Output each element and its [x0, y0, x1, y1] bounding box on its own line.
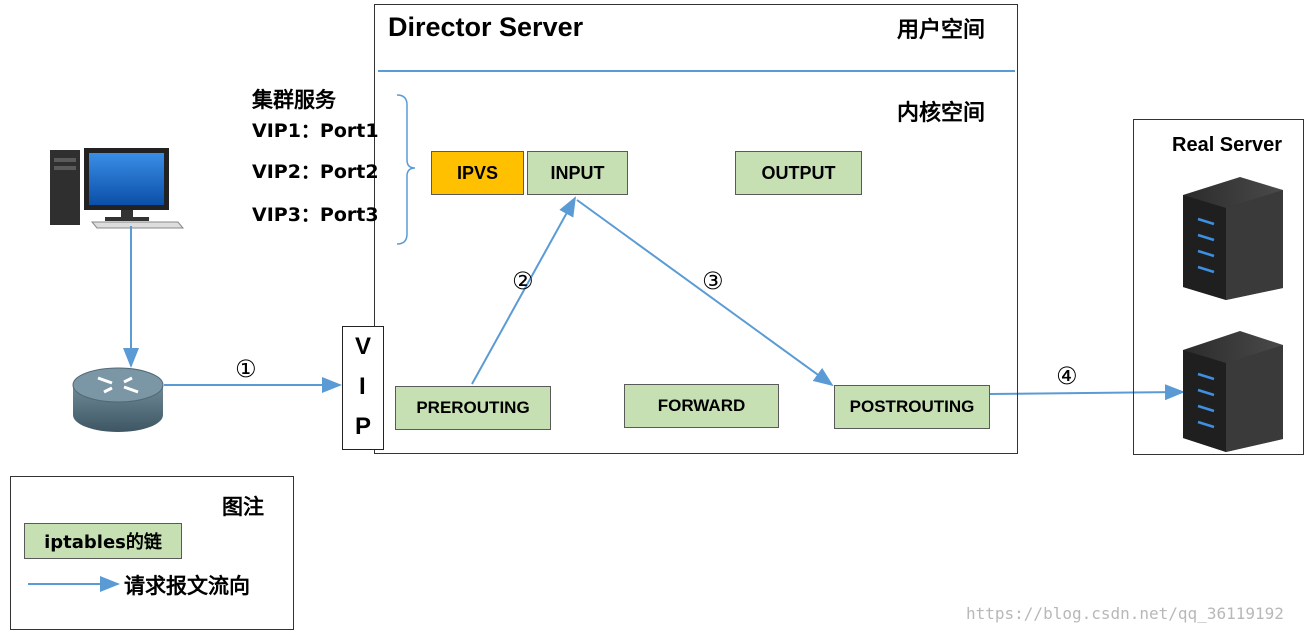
- real-server-title: Real Server: [1172, 134, 1283, 156]
- vip-letter: I: [359, 373, 366, 400]
- cluster-item: VIP1：Port1: [252, 120, 379, 142]
- chain-output: OUTPUT: [735, 151, 862, 195]
- chain-postrouting: POSTROUTING: [834, 385, 990, 429]
- chain-prerouting: PREROUTING: [395, 386, 551, 430]
- arrow-step-2: [471, 196, 576, 385]
- cluster-item: VIP3：Port3: [252, 204, 379, 226]
- step-label-1: ①: [235, 355, 257, 383]
- cluster-item: VIP2：Port2: [252, 161, 379, 183]
- chain-input: INPUT: [527, 151, 628, 195]
- director-server-box: [374, 4, 1018, 454]
- router-icon: [72, 367, 164, 432]
- legend-title: 图注: [222, 495, 264, 519]
- chain-forward: FORWARD: [624, 384, 779, 428]
- cluster-bracket: [396, 94, 416, 245]
- legend-box: [10, 476, 294, 630]
- arrow-step-4: [989, 384, 1185, 401]
- legend-chain-label: iptables的链: [44, 532, 162, 553]
- chain-ipvs: IPVS: [431, 151, 524, 195]
- server-icon: [1183, 177, 1283, 300]
- vip-box: [342, 326, 384, 450]
- server-icon: [1183, 331, 1283, 452]
- director-title: Director Server: [388, 12, 584, 42]
- arrow-step-3: [576, 199, 834, 387]
- real-server-box: [1133, 119, 1304, 455]
- watermark: https://blog.csdn.net/qq_36119192: [966, 604, 1284, 623]
- computer-icon: [50, 148, 185, 229]
- legend-chain-sample: iptables的链: [24, 523, 182, 559]
- user-space-label: 用户空间: [897, 18, 986, 43]
- step-label-3: ③: [702, 267, 724, 295]
- vip-letter: V: [355, 333, 372, 360]
- legend-flow-label: 请求报文流向: [124, 574, 250, 598]
- step-label-2: ②: [512, 267, 534, 295]
- vip-letter: P: [355, 413, 372, 440]
- step-label-4: ④: [1056, 362, 1078, 390]
- kernel-space-label: 内核空间: [897, 101, 986, 126]
- cluster-title: 集群服务: [252, 88, 336, 112]
